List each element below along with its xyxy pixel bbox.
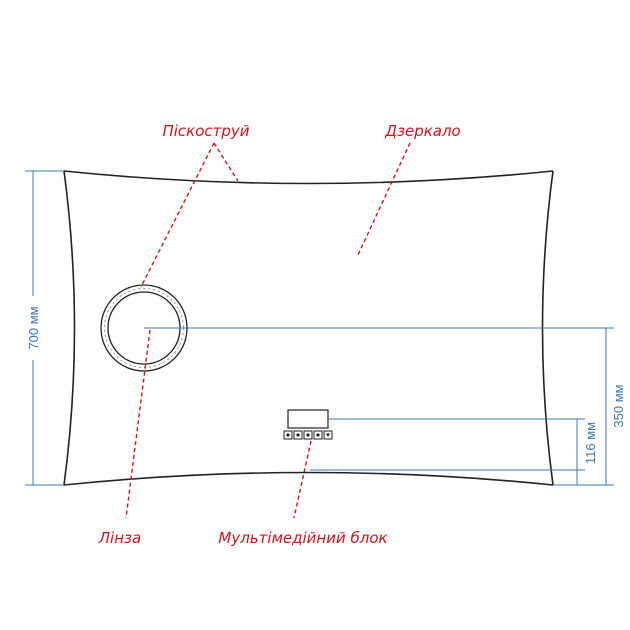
label-mirror: Дзеркало [384,122,460,140]
leader-sandblast-left [140,142,215,288]
dim-lens-label: 350 мм [611,384,626,427]
mirror-top-edge [63,170,554,185]
media-display [287,409,329,429]
leader-sandblast-top [213,142,239,182]
dim-height-label: 700 мм [26,306,41,349]
leader-media-block [293,440,312,519]
label-media-block: Мультімедійний блок [218,529,387,547]
mirror-bottom-edge [63,471,554,486]
leader-lens [125,329,151,519]
mirror-left-edge [63,170,76,486]
dim-media-label: 116 мм [583,422,598,464]
label-lens: Лінза [98,529,141,547]
callout-leaders [125,142,411,519]
media-block [283,409,333,440]
label-sandblast: Піскоструй [162,122,249,140]
leader-mirror [357,142,411,256]
dimension-lines [25,170,614,486]
